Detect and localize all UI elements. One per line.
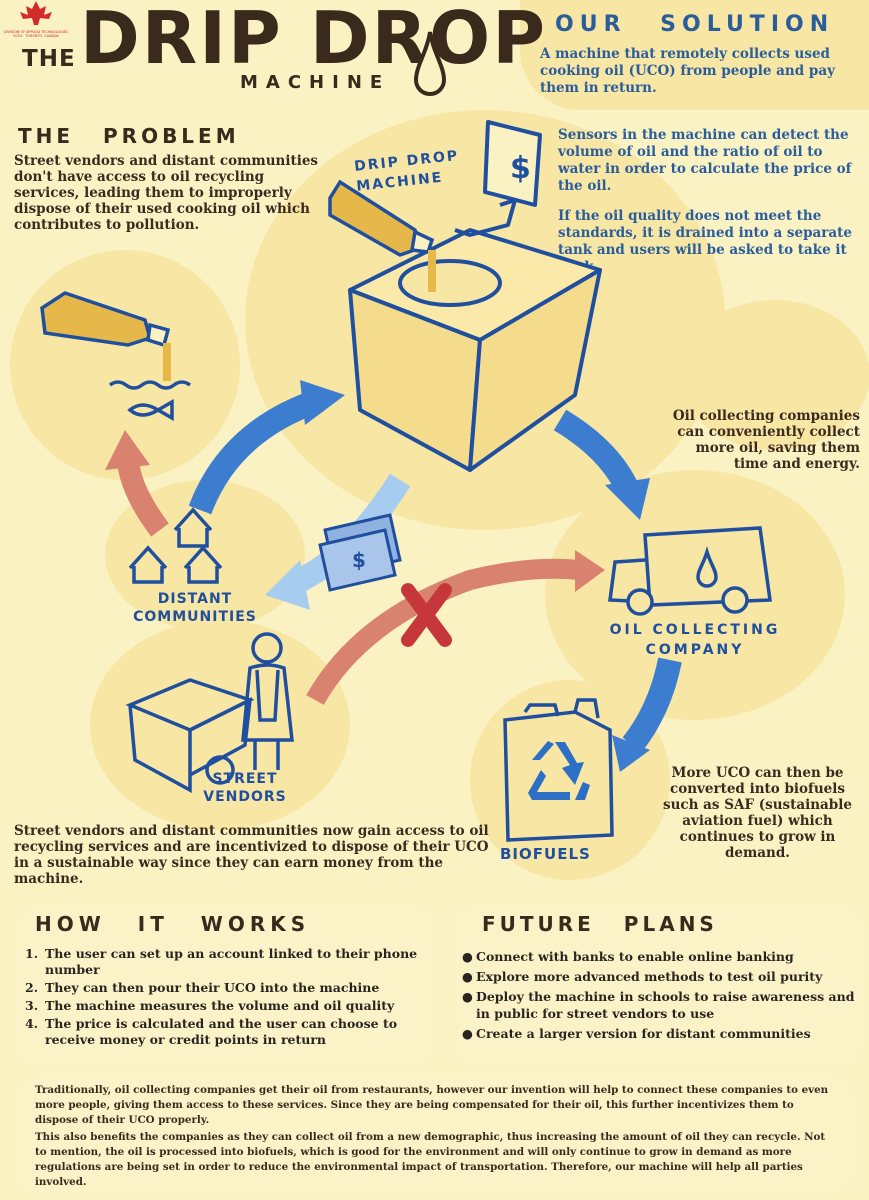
street-vendors-label: STREET VENDORS — [203, 771, 287, 805]
list-item: 1.The user can set up an account linked … — [25, 946, 418, 977]
logo: DIVISION OF APPLIED TECHNOLOGIES 2024 · … — [4, 0, 68, 38]
future-plans-list: ●Connect with banks to enable online ban… — [462, 948, 857, 1045]
oil-drop-icon — [413, 31, 447, 96]
fuel-can-icon — [503, 698, 614, 842]
maple-leaf-icon — [20, 1, 52, 25]
future-plans-panel: FUTURE PLANS ●Connect with banks to enab… — [452, 906, 862, 1066]
list-item: 2.They can then pour their UCO into the … — [25, 980, 380, 995]
list-item: ●Explore more advanced methods to test o… — [462, 969, 823, 984]
title-machine: MACHINE — [240, 72, 391, 93]
page-title: DRIP DROP — [80, 0, 548, 80]
houses-icon — [128, 507, 223, 584]
bottom-text-1: Traditionally, oil collecting companies … — [35, 1084, 829, 1126]
vendor-cart-icon — [125, 678, 255, 793]
list-item: ●Connect with banks to enable online ban… — [462, 949, 794, 964]
list-item: 4.The price is calculated and the user c… — [25, 1016, 398, 1047]
solution-heading: OUR SOLUTION — [555, 12, 835, 37]
future-plans-heading: FUTURE PLANS — [482, 912, 718, 936]
companies-text: Oil collecting companies can convenientl… — [672, 408, 860, 472]
truck-icon — [608, 526, 772, 616]
list-item: ●Deploy the machine in schools to raise … — [462, 989, 855, 1021]
svg-text:$: $ — [352, 548, 366, 572]
problem-text: Street vendors and distant communities d… — [14, 153, 319, 233]
cross-icon — [401, 583, 452, 647]
solution-text-1: A machine that remotely collects used co… — [540, 46, 835, 96]
biofuel-text: More UCO can then be converted into biof… — [663, 765, 852, 861]
list-item: 3.The machine measures the volume and oi… — [25, 998, 395, 1013]
bg-blob-right — [545, 470, 845, 720]
money-icon: $ — [318, 513, 402, 592]
machine-icon: $ — [348, 120, 602, 472]
oil-company-label: OIL COLLECTING COMPANY — [609, 622, 781, 658]
dollar-icon: $ — [510, 151, 531, 186]
title-the: THE — [22, 46, 76, 72]
list-item: ●Create a larger version for distant com… — [462, 1026, 811, 1041]
how-it-works-list: 1.The user can set up an account linked … — [25, 946, 425, 1050]
recycle-icon — [528, 741, 590, 800]
bg-blob-mid-right — [680, 300, 869, 450]
logo-text: DIVISION OF APPLIED TECHNOLOGIES 2024 · … — [4, 30, 68, 38]
bg-blob-top-right — [520, 0, 869, 110]
vendor-person-icon — [241, 632, 294, 770]
biofuels-label: BIOFUELS — [500, 845, 591, 863]
distant-communities-label: DISTANT COMMUNITIES — [133, 591, 257, 625]
bottom-panel: Traditionally, oil collecting companies … — [15, 1075, 855, 1195]
pollution-bottle-icon — [40, 291, 192, 422]
problem-heading: THE PROBLEM — [18, 124, 240, 148]
bottom-text-2: This also benefits the companies as they… — [35, 1131, 826, 1188]
vendors-text: Street vendors and distant communities n… — [14, 823, 489, 887]
how-it-works-panel: HOW IT WORKS 1.The user can set up an ac… — [15, 906, 435, 1066]
solution-text-2: Sensors in the machine can detect the vo… — [558, 127, 852, 194]
diagram: $ $ — [40, 120, 772, 842]
pouring-bottle-icon — [328, 179, 436, 292]
how-it-works-heading: HOW IT WORKS — [35, 912, 311, 936]
